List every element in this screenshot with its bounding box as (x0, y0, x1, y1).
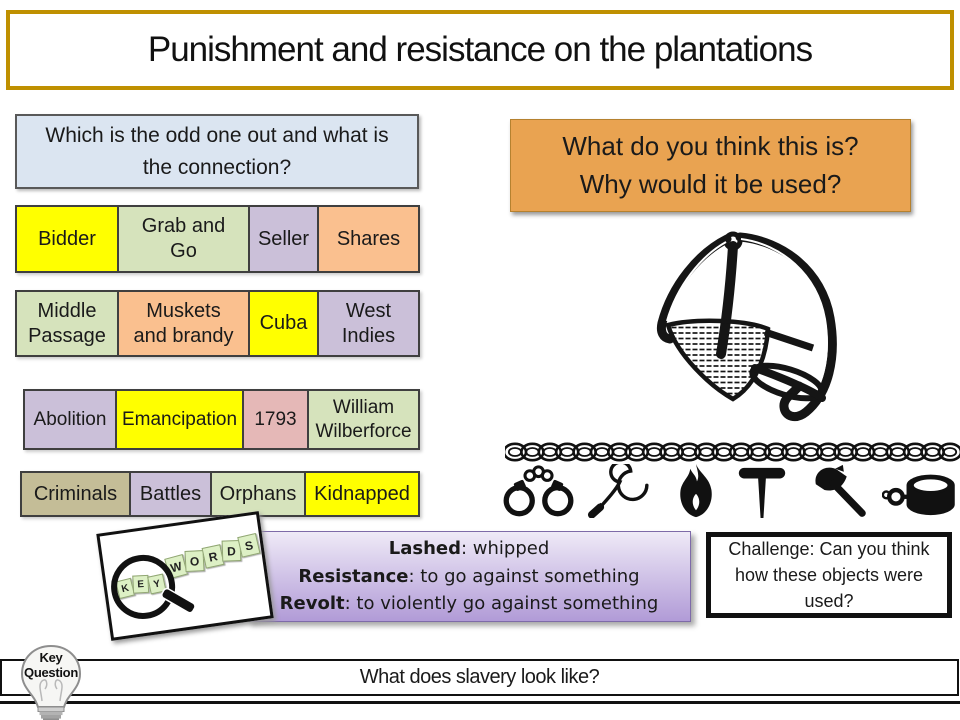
keyword-definition: : to go against something (408, 565, 640, 587)
key-question-lightbulb: Key Question (8, 643, 94, 720)
odd-one-out-question: Which is the odd one out and what is the… (15, 114, 419, 189)
fire-icon (679, 463, 712, 518)
keyword-definition: : whipped (460, 537, 550, 559)
key-question-label-line2: Question (24, 665, 78, 680)
keywords-stamp: K E Y W O R D S (96, 511, 274, 641)
letter-tile: O (184, 550, 205, 573)
table-cell: Bidder (17, 207, 117, 271)
keyword-row: Revolt: to violently go against somethin… (280, 590, 659, 618)
table-cell: Emancipation (115, 391, 242, 448)
table-cell: Shares (317, 207, 418, 271)
table-cell: William Wilberforce (307, 391, 418, 448)
word-table-2: Middle Passage Muskets and brandy Cuba W… (15, 290, 420, 357)
think-question-box: What do you think this is? Why would it … (510, 119, 911, 212)
keywords-definitions-box: Lashed: whipped Resistance: to go agains… (247, 531, 691, 622)
word-table-4: Criminals Battles Orphans Kidnapped (20, 471, 420, 517)
think-line-1: What do you think this is? (562, 130, 859, 161)
punishment-icons-row (498, 463, 960, 519)
word-table-3: Abolition Emancipation 1793 William Wilb… (23, 389, 420, 450)
axe-icon (815, 464, 866, 517)
chain-image (505, 442, 960, 462)
table-cell: West Indies (317, 292, 418, 355)
think-line-2: Why would it be used? (579, 168, 842, 199)
letter-tile: S (237, 532, 261, 558)
key-question-bar: What does slavery look like? (0, 659, 959, 696)
whip-icon (587, 464, 649, 518)
handcuffs-icon (503, 465, 574, 517)
table-cell: Middle Passage (17, 292, 117, 355)
key-question-label-line1: Key (39, 650, 63, 665)
keyword-row: Resistance: to go against something (298, 563, 639, 591)
keyword-term: Lashed (388, 537, 461, 559)
bottom-divider-line (0, 701, 960, 704)
table-cell: Battles (129, 473, 210, 515)
word-table-1: Bidder Grab and Go Seller Shares (15, 205, 420, 273)
lightbulb-icon (20, 644, 82, 720)
keyword-term: Revolt (279, 593, 345, 615)
table-cell: Grab and Go (117, 207, 248, 271)
page-title: Punishment and resistance on the plantat… (147, 30, 813, 69)
table-cell: Abolition (25, 391, 115, 448)
table-cell: Criminals (22, 473, 129, 515)
shackle-collar-icon (881, 474, 955, 516)
table-cell: 1793 (242, 391, 307, 448)
table-cell: Muskets and brandy (117, 292, 248, 355)
iron-muzzle-illustration (656, 231, 837, 422)
keyword-definition: : to violently go against something (344, 593, 659, 615)
title-box: Punishment and resistance on the plantat… (6, 10, 954, 90)
keyword-row: Lashed: whipped (389, 535, 550, 563)
keyword-term: Resistance (298, 565, 409, 587)
table-cell: Cuba (248, 292, 317, 355)
table-cell: Orphans (210, 473, 304, 515)
branding-iron-icon (739, 467, 786, 519)
key-question-text: What does slavery look like? (359, 666, 600, 688)
challenge-box: Challenge: Can you think how these objec… (706, 532, 952, 618)
table-cell: Kidnapped (304, 473, 418, 515)
table-cell: Seller (248, 207, 317, 271)
